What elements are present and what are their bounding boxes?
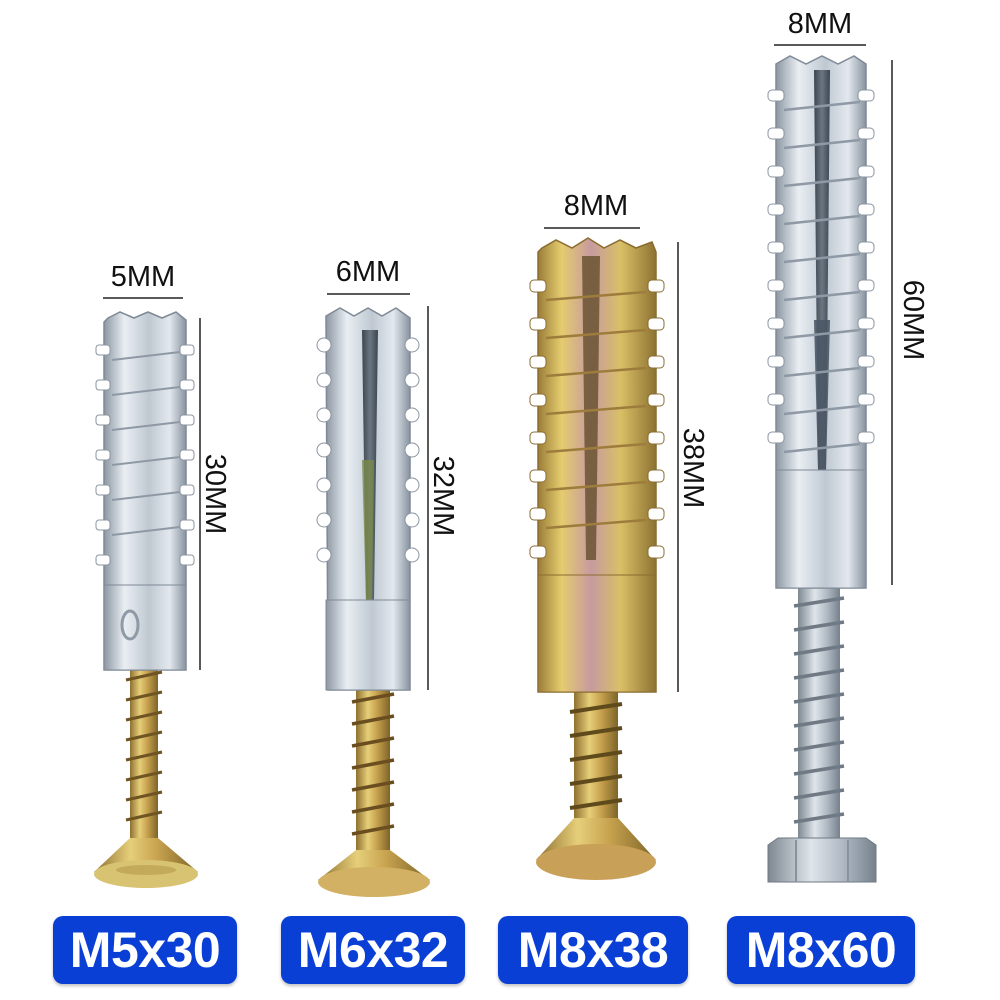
length-dimension: 30MM — [199, 318, 231, 670]
hex-bolt — [767, 585, 877, 883]
anchor-m8x38: 8MM 38MM — [529, 190, 709, 880]
anchor-sleeve — [529, 237, 665, 693]
width-label: 6MM — [336, 256, 400, 288]
width-label: 8MM — [564, 190, 628, 222]
length-dimension: 38MM — [677, 242, 709, 692]
size-badge-m5x30: M5x30 — [53, 916, 237, 984]
length-label: 38MM — [677, 428, 709, 509]
length-dimension: 32MM — [427, 306, 459, 690]
width-dimension: 6MM — [327, 256, 410, 295]
width-dimension: 5MM — [103, 261, 183, 299]
anchor-sleeve — [767, 55, 875, 589]
screw — [536, 690, 656, 880]
size-badge-m8x60: M8x60 — [727, 916, 915, 984]
anchor-m8x60: 8MM 60MM — [767, 8, 929, 883]
width-dimension: 8MM — [774, 8, 866, 46]
length-dimension: 60MM — [891, 60, 929, 585]
width-label: 5MM — [111, 261, 175, 293]
size-badge-m8x38: M8x38 — [498, 916, 688, 984]
size-badge-m6x32: M6x32 — [281, 916, 465, 984]
length-label: 60MM — [897, 280, 929, 361]
anchor-m6x32: 6MM 32MM — [316, 256, 459, 897]
anchor-sleeve — [95, 311, 195, 671]
anchor-sleeve — [316, 307, 420, 691]
screw — [318, 680, 430, 897]
length-label: 32MM — [427, 456, 459, 537]
anchor-m5x30: 5MM 30MM — [94, 261, 231, 888]
width-label: 8MM — [788, 8, 852, 40]
length-label: 30MM — [199, 454, 231, 535]
width-dimension: 8MM — [544, 190, 640, 229]
screw — [94, 660, 198, 888]
